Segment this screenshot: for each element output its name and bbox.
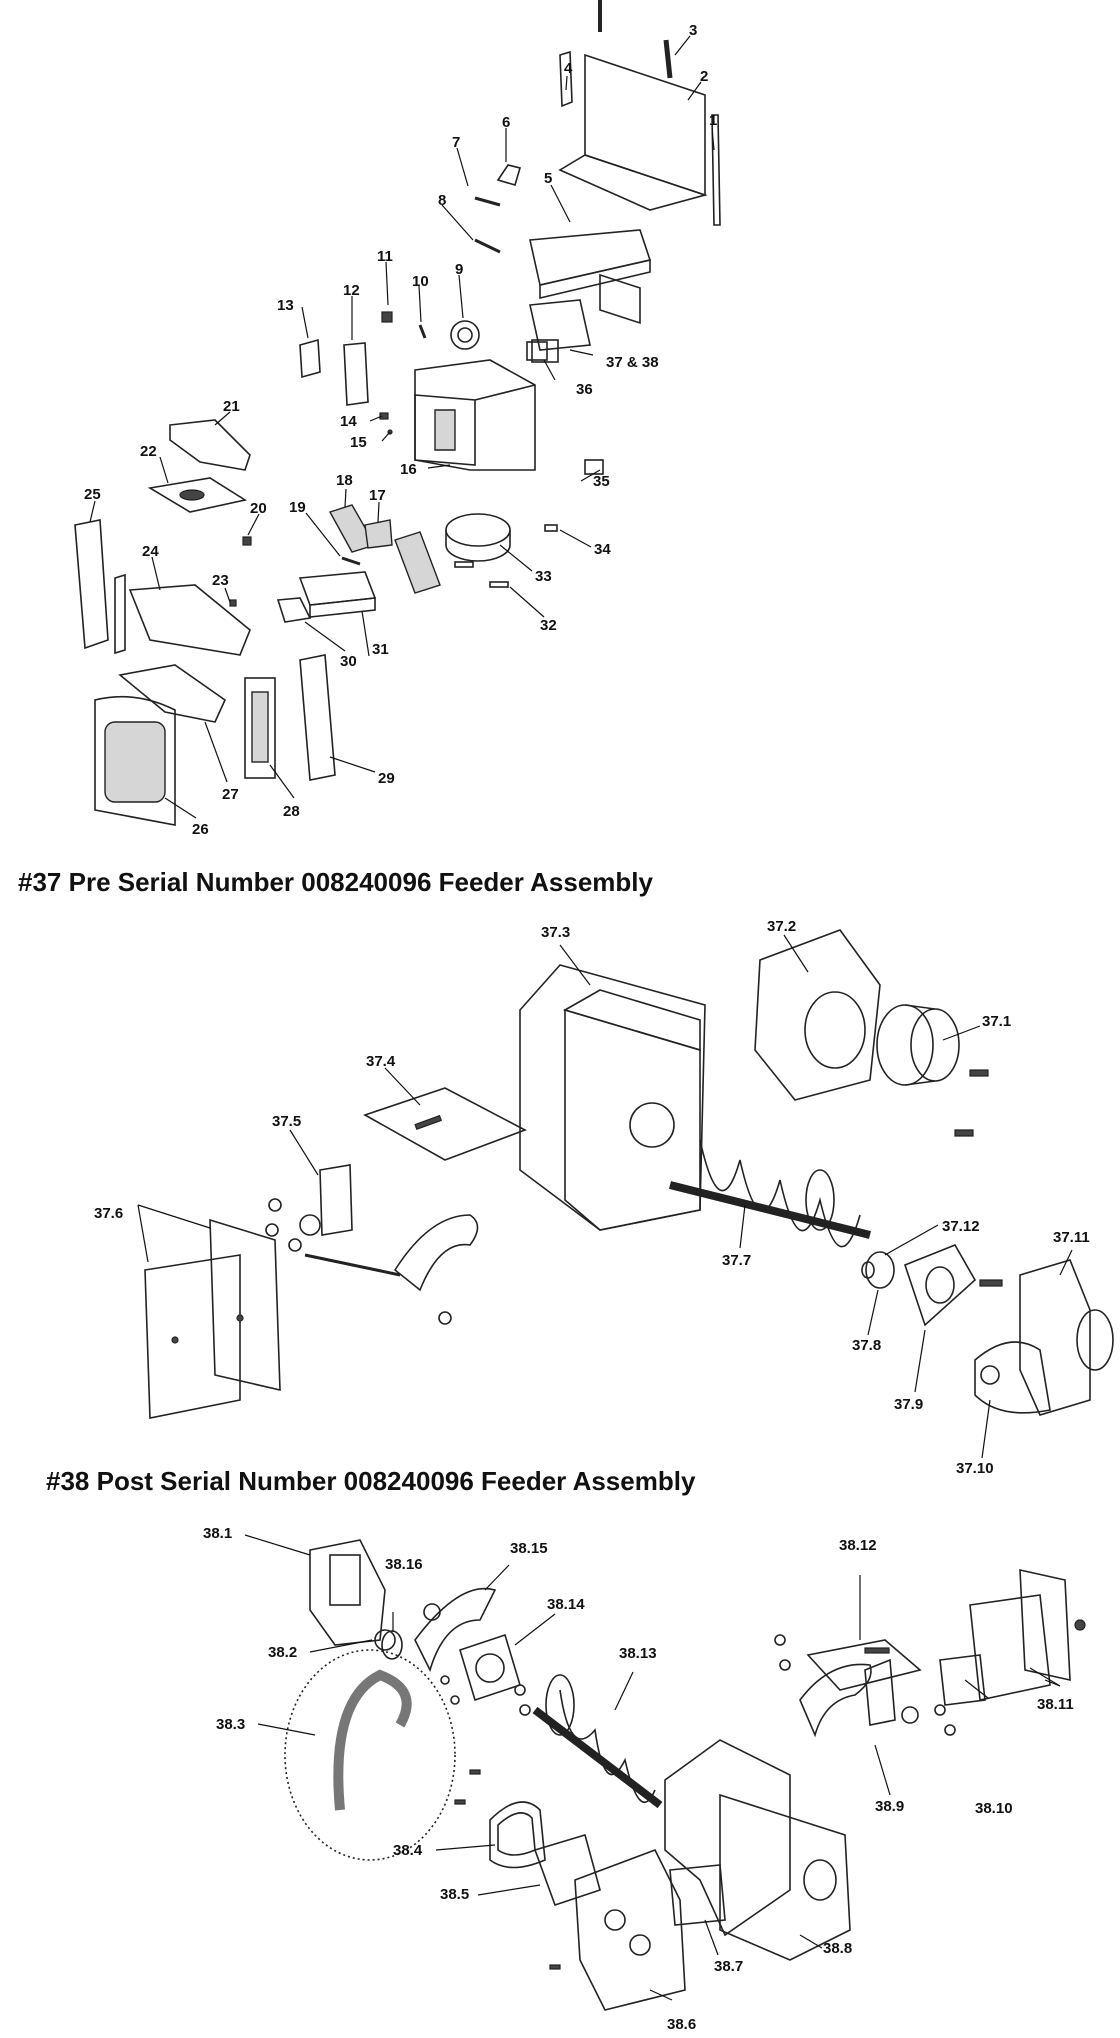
part-label-25: 25 [84,486,101,503]
part-label-33: 33 [535,568,552,585]
part-label-38-9: 38.9 [875,1798,905,1815]
part-label-37-10: 37.10 [956,1460,994,1477]
part-label-38-13: 38.13 [619,1645,657,1662]
part-label-26: 26 [192,821,209,838]
part-label-23: 23 [212,572,229,589]
part-label-4: 4 [564,60,573,77]
part-label-37-1: 37.1 [982,1013,1012,1030]
part-label-12: 12 [343,282,360,299]
part-label-1: 1 [709,112,718,129]
part-label-7: 7 [452,134,461,151]
part-label-2: 2 [700,68,709,85]
part-label-21: 21 [223,398,240,415]
part-label-37-9: 37.9 [894,1396,924,1413]
part-label-37-4: 37.4 [366,1053,396,1070]
part-label-37-7: 37.7 [722,1252,752,1269]
part-label-37-38: 37 & 38 [606,354,659,371]
part-label-38-1: 38.1 [203,1525,233,1542]
part-label-29: 29 [378,770,395,787]
part-label-30: 30 [340,653,357,670]
part-label-19: 19 [289,499,306,516]
part-label-37-6: 37.6 [94,1205,124,1222]
part-label-37-2: 37.2 [767,918,797,935]
part-label-27: 27 [222,786,239,803]
leader-lines [89,35,1073,2001]
part-label-17: 17 [369,487,386,504]
part-label-34: 34 [594,541,611,558]
part-label-38-15: 38.15 [510,1540,548,1557]
feeder-37-drawing [144,929,1114,1419]
part-label-37-11: 37.11 [1053,1229,1090,1246]
part-label-14: 14 [340,413,357,430]
part-label-31: 31 [372,641,389,658]
part-label-16: 16 [400,461,417,478]
part-label-3: 3 [689,22,698,39]
section-38-heading: #38 Post Serial Number 008240096 Feeder … [46,1466,696,1496]
part-label-38-16: 38.16 [385,1556,423,1573]
part-label-10: 10 [412,273,429,290]
part-label-22: 22 [140,443,157,460]
part-label-13: 13 [277,297,294,314]
part-label-28: 28 [283,803,300,820]
part-label-38-7: 38.7 [714,1958,744,1975]
part-label-38-5: 38.5 [440,1886,470,1903]
part-label-38-11: 38.11 [1037,1696,1074,1713]
part-label-38-3: 38.3 [216,1716,246,1733]
part-label-8: 8 [438,192,447,209]
part-label-38-12: 38.12 [839,1537,877,1554]
part-label-32: 32 [540,617,557,634]
part-label-18: 18 [336,472,353,489]
part-label-37-12: 37.12 [942,1218,980,1235]
part-label-5: 5 [544,170,553,187]
part-label-37-8: 37.8 [852,1337,882,1354]
part-label-38-6: 38.6 [667,2016,697,2033]
part-label-37-3: 37.3 [541,924,571,941]
part-label-20: 20 [250,500,267,517]
feeder-38-drawing [284,1539,1086,2011]
part-label-9: 9 [455,261,464,278]
part-label-38-8: 38.8 [823,1940,853,1957]
part-label-6: 6 [502,114,511,131]
part-label-15: 15 [350,434,367,451]
part-label-38-2: 38.2 [268,1644,298,1661]
part-label-24: 24 [142,543,159,560]
part-label-38-10: 38.10 [975,1800,1013,1817]
section-37-heading: #37 Pre Serial Number 008240096 Feeder A… [18,867,653,897]
part-label-37-5: 37.5 [272,1113,302,1130]
stove-exploded-view [74,0,721,826]
part-label-35: 35 [593,473,610,490]
part-label-11: 11 [377,248,393,265]
part-label-38-4: 38.4 [393,1842,423,1859]
part-label-38-14: 38.14 [547,1596,585,1613]
part-label-36: 36 [576,381,593,398]
